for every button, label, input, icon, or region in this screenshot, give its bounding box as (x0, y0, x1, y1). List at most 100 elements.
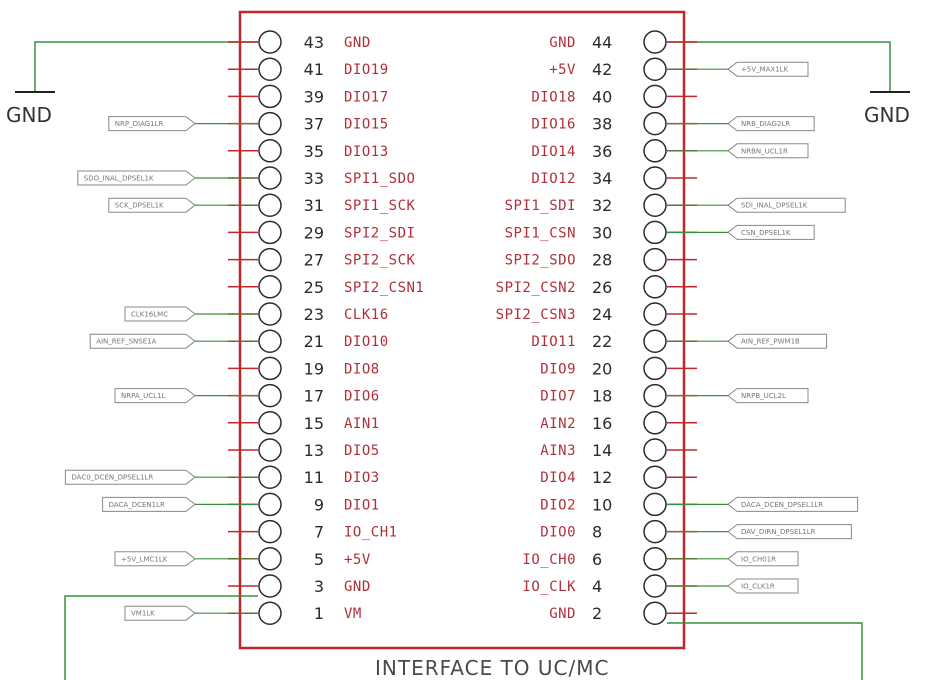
net-tag: CLK16LMC (124, 306, 196, 322)
pin-number: 42 (592, 60, 612, 79)
pin-name: DIO4 (540, 470, 576, 486)
pin-number: 35 (304, 142, 324, 161)
pin-circle (258, 139, 282, 163)
pin-name: DIO2 (540, 497, 576, 513)
pin-number: 13 (304, 441, 324, 460)
pin-row-right: 36 DIO14 NRBN_UCL1R (531, 139, 809, 163)
pin-name: SPI2_SDI (344, 225, 415, 241)
pin-number: 9 (314, 495, 324, 514)
net-tag-label: AIN_REF_SNSE1A (96, 338, 156, 346)
pin-number: 3 (314, 577, 324, 596)
pin-circle (643, 438, 667, 462)
pin-row-left: 39 DIO17 (228, 84, 389, 109)
pin-name: DIO12 (531, 171, 576, 187)
net-tag: DAV_DIRN_DPSEL1LR (727, 524, 852, 540)
pin-name: DIO11 (531, 334, 576, 350)
pin-row-right: 42 +5V +5V_MAX1LK (549, 57, 809, 81)
pin-circle (258, 111, 282, 136)
pin-circle (643, 84, 667, 109)
net-tag: +5V_LMC1LK (114, 551, 196, 567)
net-tag: IO_CLK1R (727, 578, 799, 594)
pin-number: 44 (592, 33, 612, 52)
net-tag-label: SDO_INAL_DPSEL1K (84, 175, 154, 183)
pin-number: 39 (304, 87, 324, 106)
pin-name: DIO14 (531, 144, 576, 160)
pin-number: 38 (592, 115, 612, 134)
net-tag: SDO_INAL_DPSEL1K (77, 170, 196, 186)
net-tag-label: NRB_DIAG2LR (741, 120, 790, 128)
pin-name: +5V (549, 62, 576, 78)
pin-circle (258, 383, 282, 408)
pin-number: 22 (592, 332, 612, 351)
pin-circle (643, 547, 667, 571)
pin-number: 14 (592, 441, 612, 460)
pin-name: DIO10 (344, 334, 389, 350)
pin-name: DIO5 (344, 443, 380, 459)
net-tag-label: NRBN_UCL1R (741, 147, 788, 155)
pin-number: 20 (592, 359, 612, 378)
pin-number: 25 (304, 278, 324, 297)
pin-number: 36 (592, 142, 612, 161)
pin-circle (643, 275, 667, 299)
pin-number: 16 (592, 414, 612, 433)
pin-circle (258, 329, 282, 353)
pin-circle (643, 601, 667, 625)
pin-name: SPI1_CSN (505, 225, 576, 241)
pin-number: 23 (304, 305, 324, 324)
pin-circle (258, 465, 282, 489)
pin-number: 8 (592, 523, 602, 542)
net-tag: AIN_REF_SNSE1A (89, 333, 196, 349)
pin-number: 21 (304, 332, 324, 351)
pin-name: DIO7 (540, 389, 576, 405)
pin-name: DIO13 (344, 144, 389, 160)
pin-number: 1 (314, 604, 324, 623)
pin-circle (258, 356, 282, 381)
net-tag-label: DAC0_DCEN_DPSEL1LR (71, 474, 153, 482)
net-tag-label: DACA_DCEN_DPSEL1LR (741, 501, 823, 509)
net-tag: AIN_REF_PWM1B (727, 333, 828, 349)
pin-circle (643, 411, 667, 435)
pin-name: SPI1_SDO (344, 171, 415, 187)
pin-circle (258, 574, 282, 598)
pin-name: DIO6 (344, 389, 380, 405)
pin-circle (258, 275, 282, 299)
net-tag-label: +5V_MAX1LK (741, 66, 789, 74)
pin-number: 26 (592, 278, 612, 297)
net-tag: NRPA_UCL1L (114, 388, 196, 404)
pin-name: +5V (344, 552, 371, 568)
pin-number: 4 (592, 577, 602, 596)
pin-circle (643, 574, 667, 598)
pin-name: SPI2_CSN2 (496, 280, 576, 296)
pin-name: SPI1_SCK (344, 198, 416, 214)
net-tag-label: SDI_INAL_DPSEL1K (741, 202, 808, 210)
pin-circle (258, 547, 282, 571)
net-tag: DAC0_DCEN_DPSEL1LR (64, 469, 196, 485)
pin-number: 41 (304, 60, 324, 79)
pin-circle (258, 220, 282, 245)
pin-circle (643, 383, 667, 408)
net-tag: VM1LK (124, 605, 196, 621)
pin-circle (258, 438, 282, 462)
pin-circle (258, 84, 282, 109)
pin-name: SPI2_CSN1 (344, 280, 424, 296)
pin-name: DIO17 (344, 89, 389, 105)
pin-number: 37 (304, 115, 324, 134)
